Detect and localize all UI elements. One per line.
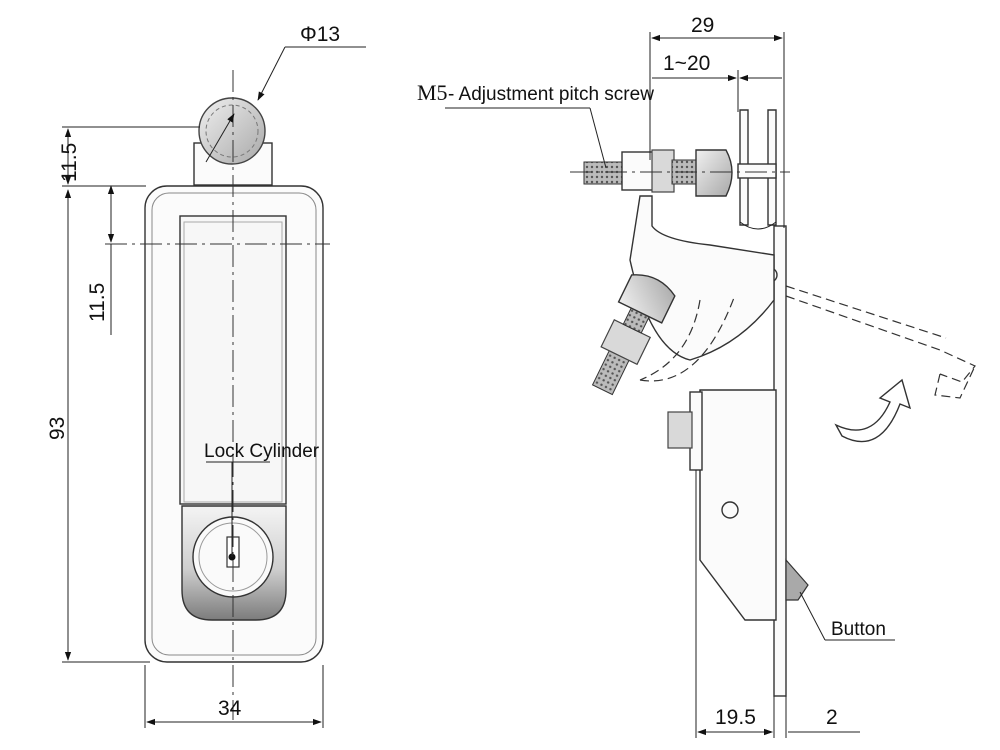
svg-text:34: 34 (218, 697, 242, 720)
m5-screw-label: M5 - Adjustment pitch screw (417, 80, 654, 169)
svg-text:19.5: 19.5 (715, 706, 756, 729)
lock-cylinder-label: Lock Cylinder (204, 441, 320, 462)
svg-text:Φ13: Φ13 (300, 23, 340, 46)
button-label: Button (831, 619, 886, 640)
svg-text:29: 29 (691, 14, 714, 37)
dim-adjustment-range: 1~20 (652, 52, 782, 112)
svg-text:2: 2 (826, 706, 838, 729)
side-button (785, 558, 809, 601)
adjustment-screw-alt (591, 274, 676, 396)
dim-handle-offset: 11.5 (86, 185, 115, 335)
dim-overall-depth: 29 (649, 14, 785, 228)
dim-plate-thickness: 2 (760, 706, 860, 736)
open-handle-phantom (639, 285, 976, 399)
svg-text:- Adjustment pitch screw: - Adjustment pitch screw (448, 84, 654, 105)
side-body (699, 389, 777, 621)
svg-text:M5: M5 (417, 80, 448, 105)
svg-text:93: 93 (46, 417, 69, 440)
svg-text:1~20: 1~20 (663, 52, 710, 75)
dim-knob-diameter: Φ13 (205, 23, 366, 163)
svg-text:11.5: 11.5 (58, 143, 81, 182)
side-view: Button M5 (417, 14, 976, 738)
dim-knob-height: 11.5 (58, 126, 200, 187)
svg-text:11.5: 11.5 (86, 283, 109, 322)
front-view: Lock Cylinder Φ13 11.5 11.5 93 (46, 23, 366, 728)
dim-overall-width: 34 (144, 665, 324, 728)
lock-cylinder (181, 505, 287, 621)
adjustment-screw (570, 149, 790, 197)
front-body-inner (151, 192, 317, 656)
dim-body-depth: 19.5 (695, 470, 787, 738)
rotate-arrow-icon (834, 378, 912, 443)
dim-overall-height: 93 (46, 189, 150, 663)
